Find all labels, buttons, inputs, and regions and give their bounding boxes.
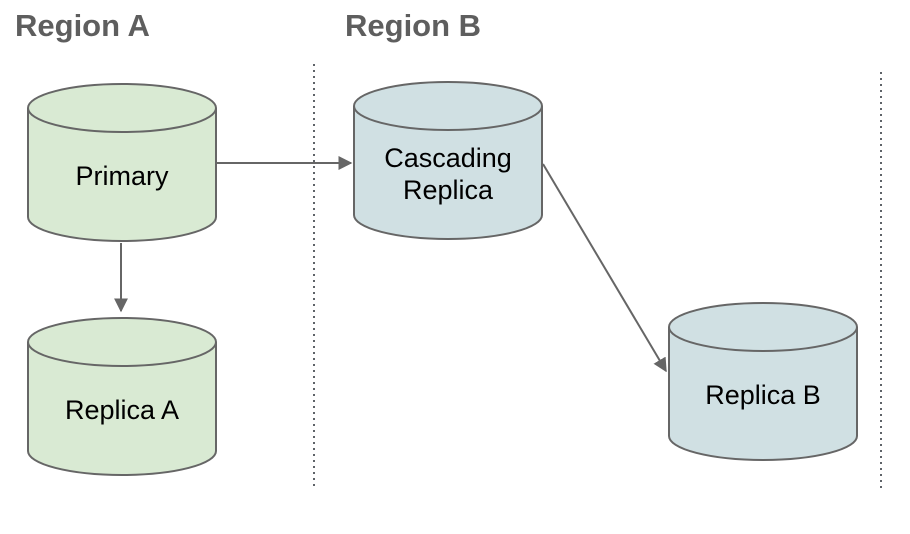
replica-b-node-label: Replica B [705, 380, 821, 411]
region-separator-left [313, 64, 315, 488]
database-cylinder-icon [27, 83, 217, 242]
primary-node: Primary [27, 83, 217, 243]
region-b-title: Region B [345, 8, 482, 43]
replica-a-node: Replica A [27, 317, 217, 477]
arrow-cascading-replica-to-replica-b [542, 163, 667, 373]
cascading-replica-node: Cascading Replica [353, 81, 543, 241]
region-separator-right [880, 72, 882, 492]
region-a-title: Region A [15, 8, 150, 43]
database-cylinder-icon [353, 81, 543, 240]
replica-b-node: Replica B [668, 302, 858, 462]
cascading-replica-node-label: Cascading Replica [384, 143, 512, 205]
database-cylinder-icon [668, 302, 858, 461]
database-cylinder-icon [27, 317, 217, 476]
primary-node-label: Primary [75, 161, 169, 192]
replica-a-node-label: Replica A [64, 395, 180, 426]
